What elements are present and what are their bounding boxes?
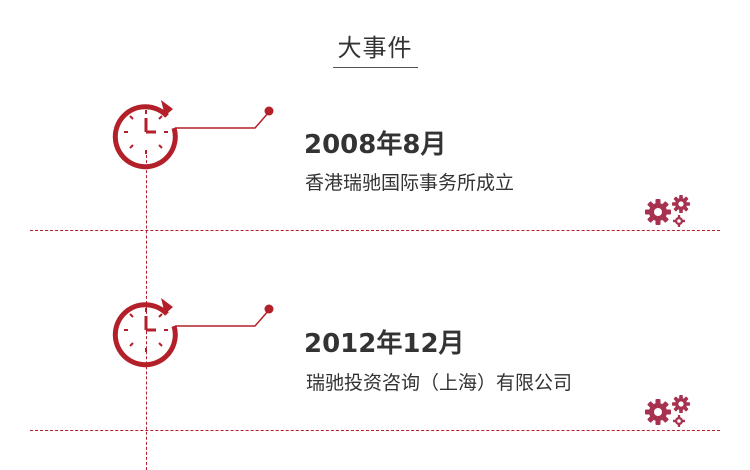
event-description: 香港瑞驰国际事务所成立 <box>305 172 515 194</box>
clock-icon <box>112 100 178 170</box>
event-date: 2008年8月 <box>304 130 447 160</box>
gears-icon <box>645 395 690 427</box>
connector-line <box>175 106 274 129</box>
divider <box>30 230 720 231</box>
connector-line <box>175 304 274 327</box>
event-description: 瑞驰投资咨询（上海）有限公司 <box>306 372 573 394</box>
gears-icon <box>645 195 690 227</box>
event-date: 2012年12月 <box>304 329 465 359</box>
page-title: 大事件 <box>337 34 413 62</box>
divider <box>30 430 720 431</box>
clock-icon <box>112 298 178 368</box>
title-underline <box>333 67 418 68</box>
